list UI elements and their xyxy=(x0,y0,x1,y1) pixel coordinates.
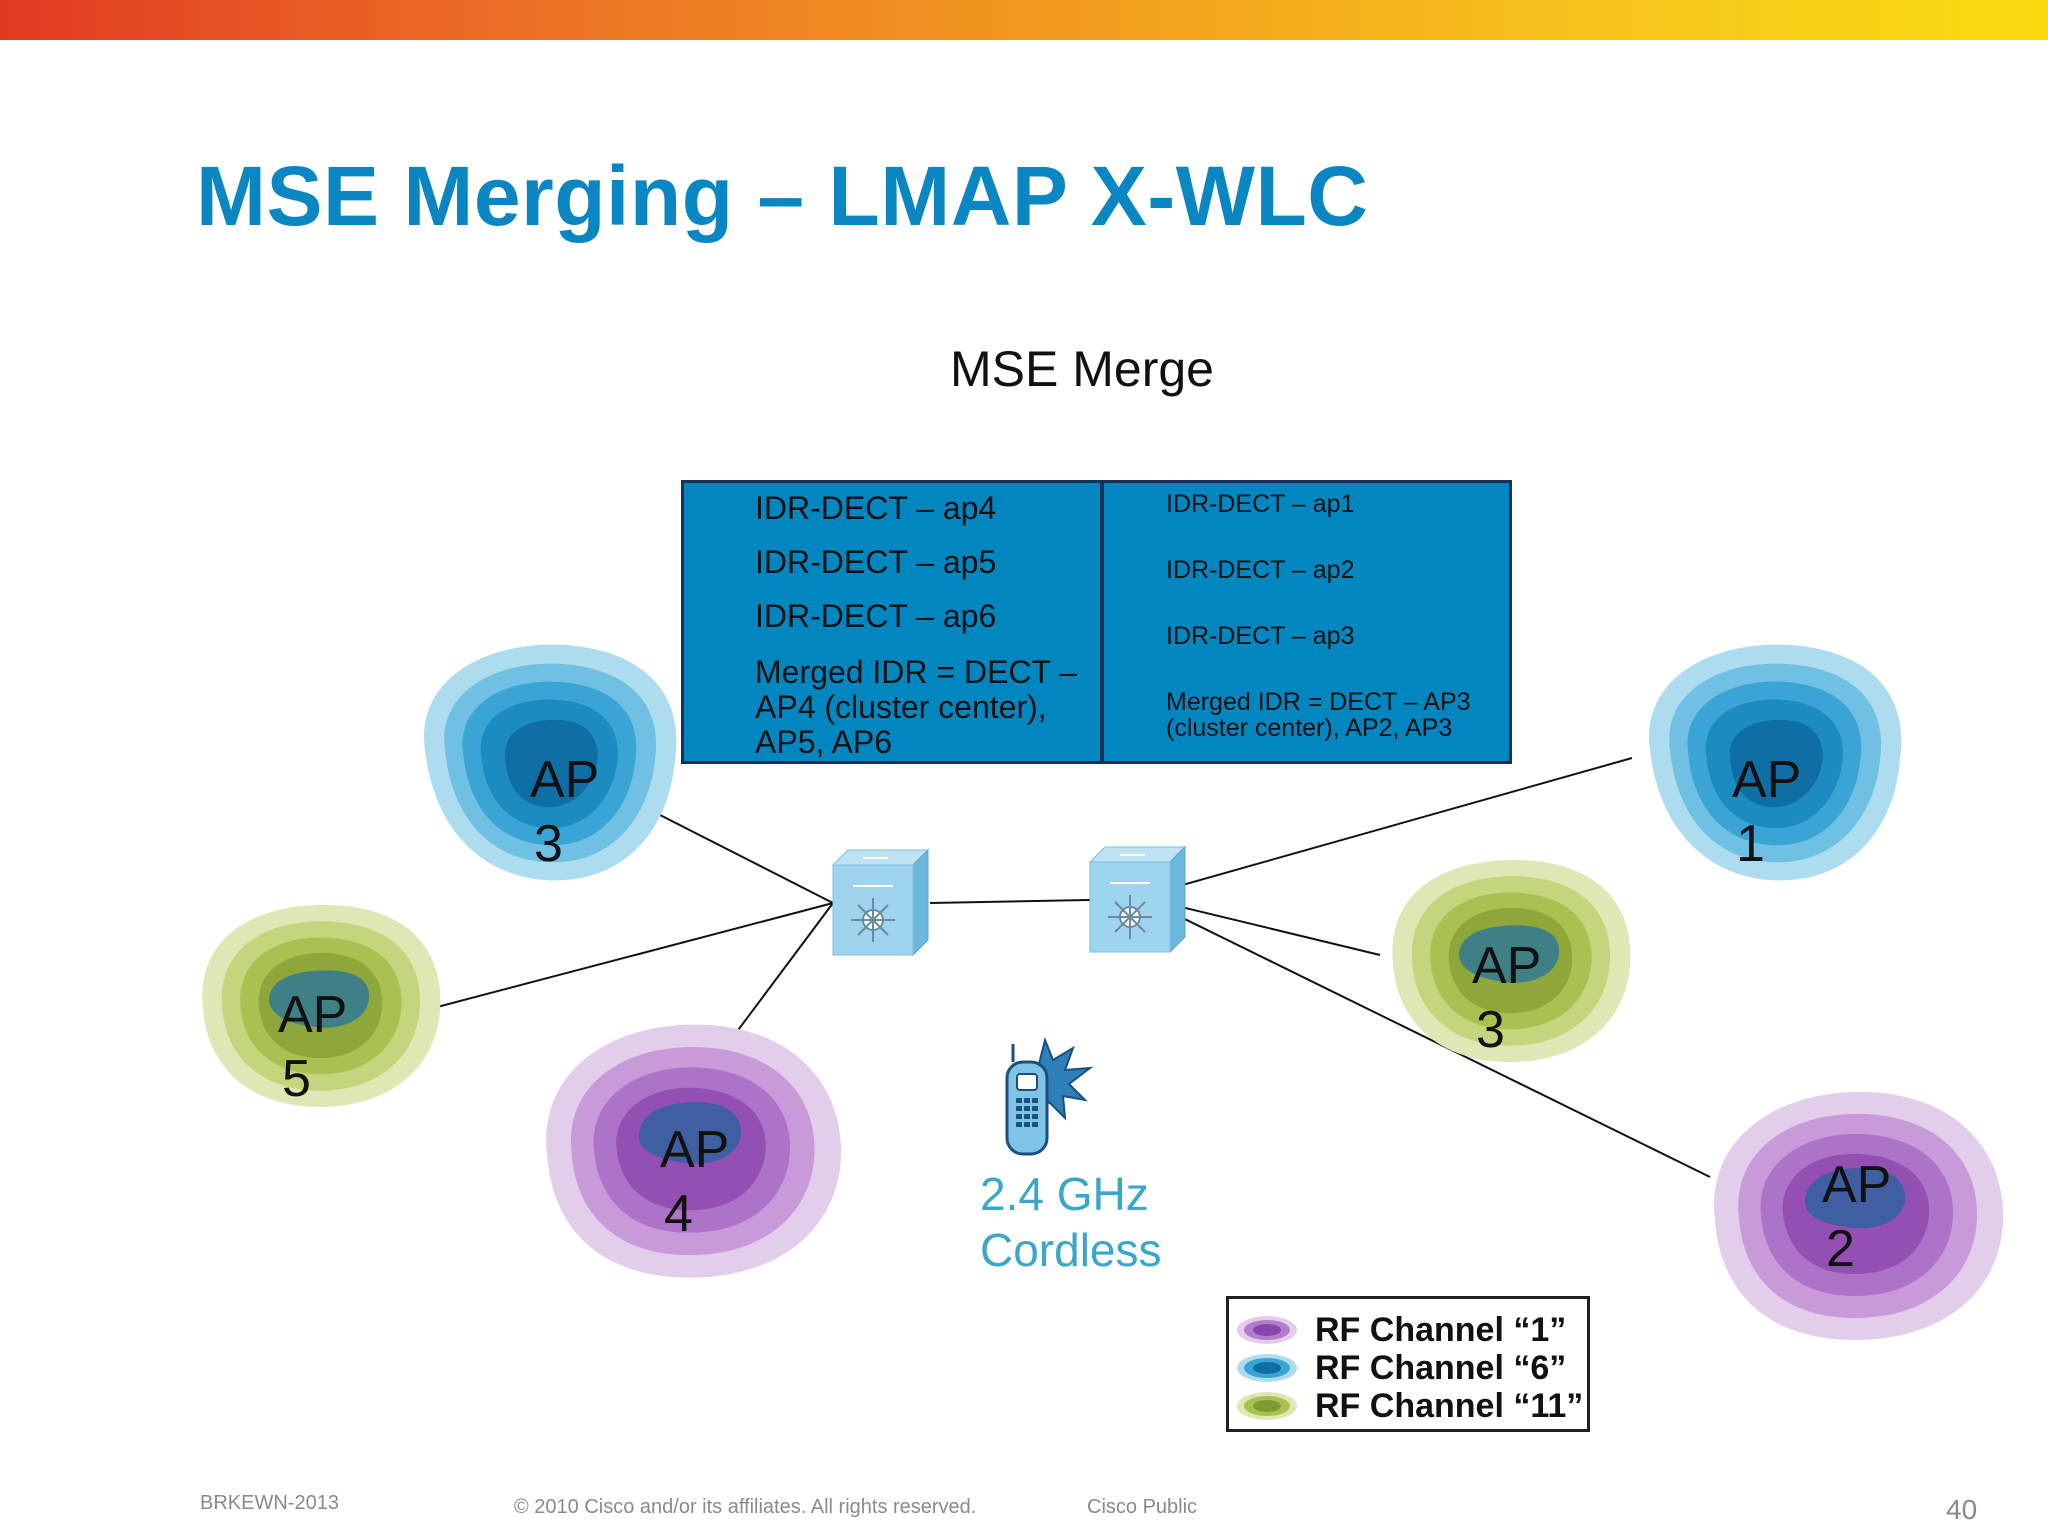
legend-item-channel-11: RF Channel “11” xyxy=(1229,1387,1587,1425)
legend-label: RF Channel “1” xyxy=(1315,1311,1567,1349)
ap-label-number: 2 xyxy=(1826,1220,1855,1278)
idr-left-line-6: AP5, AP6 xyxy=(755,724,892,760)
cordless-label: 2.4 GHz Cordless xyxy=(980,1166,1162,1278)
ap-label-ap2: AP 2 xyxy=(1822,1153,1891,1281)
ap-label-number: 1 xyxy=(1736,815,1765,873)
idr-right-line-4: Merged IDR = DECT – AP3 xyxy=(1166,688,1471,716)
idr-left-line-1: IDR-DECT – ap4 xyxy=(755,490,997,526)
footer-session-code: BRKEWN-2013 xyxy=(200,1492,339,1514)
idr-box-right: IDR-DECT – ap1 IDR-DECT – ap2 IDR-DECT –… xyxy=(1101,480,1512,764)
switch-left-icon xyxy=(832,849,929,956)
idr-right-line-5: (cluster center), AP2, AP3 xyxy=(1166,714,1453,742)
idr-left-line-4: Merged IDR = DECT – xyxy=(755,654,1078,690)
idr-right-line-2: IDR-DECT – ap2 xyxy=(1166,556,1355,584)
cordless-phone-icon xyxy=(1005,1036,1094,1156)
ap-label-text: AP xyxy=(1822,1156,1892,1214)
ap-label-number: 4 xyxy=(664,1185,693,1243)
legend-label: RF Channel “6” xyxy=(1315,1349,1567,1387)
ap-label-ap1: AP 1 xyxy=(1732,748,1801,876)
legend-label: RF Channel “11” xyxy=(1315,1387,1584,1425)
idr-right-line-1: IDR-DECT – ap1 xyxy=(1166,490,1355,518)
ap-label-number: 3 xyxy=(1476,1001,1505,1059)
ap-label-ap3-right: AP 3 xyxy=(1472,934,1541,1062)
idr-left-line-3: IDR-DECT – ap6 xyxy=(755,598,997,634)
legend-item-channel-1: RF Channel “1” xyxy=(1229,1311,1587,1349)
ap-label-number: 5 xyxy=(282,1050,311,1108)
mse-merge-heading: MSE Merge xyxy=(950,341,1214,397)
link-ap5 xyxy=(421,902,834,1012)
green-swatch-icon xyxy=(1237,1392,1297,1420)
ap-label-ap4: AP 4 xyxy=(660,1118,729,1246)
cordless-label-line-1: 2.4 GHz xyxy=(980,1168,1149,1220)
ap-label-number: 3 xyxy=(534,815,563,873)
idr-right-line-3: IDR-DECT – ap3 xyxy=(1166,622,1355,650)
ap-label-text: AP xyxy=(278,986,348,1044)
idr-left-line-5: AP4 (cluster center), xyxy=(755,689,1047,725)
legend-item-channel-6: RF Channel “6” xyxy=(1229,1349,1587,1387)
rf-channel-legend: RF Channel “1” RF Channel “6” RF Channel… xyxy=(1226,1296,1590,1432)
footer-copyright: © 2010 Cisco and/or its affiliates. All … xyxy=(514,1496,977,1518)
footer-classification: Cisco Public xyxy=(1087,1496,1198,1518)
cordless-label-line-2: Cordless xyxy=(980,1224,1162,1276)
link-ap2 xyxy=(1139,896,1711,1178)
link-ap1 xyxy=(1139,757,1633,898)
ap-label-text: AP xyxy=(1732,751,1802,809)
link-ap3-left xyxy=(659,814,834,904)
idr-box-left: IDR-DECT – ap4 IDR-DECT – ap5 IDR-DECT –… xyxy=(681,480,1103,764)
switch-right-icon xyxy=(1089,846,1186,953)
page-number: 40 xyxy=(1946,1494,1978,1525)
ap-label-text: AP xyxy=(1472,937,1542,995)
ap-label-ap5: AP 5 xyxy=(278,983,347,1111)
blue-swatch-icon xyxy=(1237,1354,1297,1382)
top-gradient-bar xyxy=(0,0,2048,40)
purple-swatch-icon xyxy=(1237,1316,1297,1344)
idr-left-line-2: IDR-DECT – ap5 xyxy=(755,544,997,580)
ap-label-text: AP xyxy=(530,751,600,809)
ap-label-text: AP xyxy=(660,1121,730,1179)
slide-title: MSE Merging – LMAP X-WLC xyxy=(196,149,1369,243)
ap-label-ap3-left: AP 3 xyxy=(530,748,599,876)
